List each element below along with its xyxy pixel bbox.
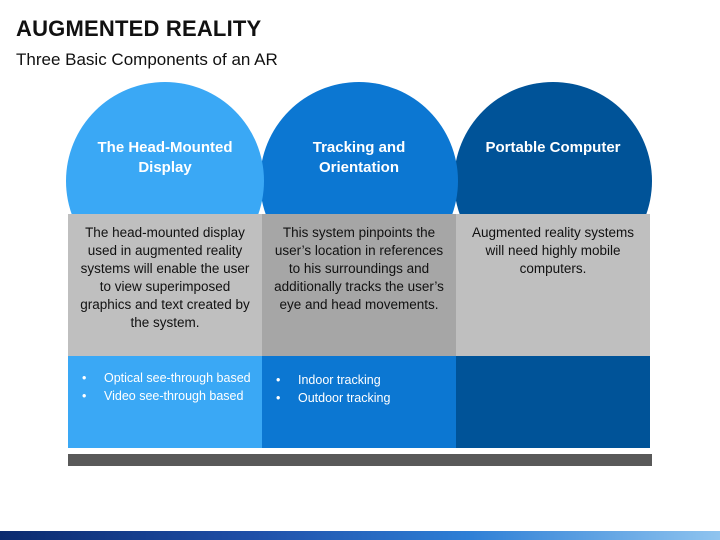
list-item: Outdoor tracking — [276, 390, 446, 407]
component-bullet-box: Optical see-through based Video see-thro… — [68, 356, 262, 448]
list-item: Indoor tracking — [276, 372, 446, 389]
component-description: This system pinpoints the user’s locatio… — [274, 225, 444, 312]
component-column-tracking-orientation: Tracking and Orientation This system pin… — [260, 82, 458, 454]
component-column-portable-computer: Portable Computer Augmented reality syst… — [454, 82, 652, 454]
component-description-box: The head-mounted display used in augment… — [68, 214, 262, 356]
bullet-list: Optical see-through based Video see-thro… — [68, 356, 262, 404]
base-bar — [68, 454, 652, 466]
component-title: Portable Computer — [485, 139, 621, 156]
component-column-head-mounted-display: The Head-Mounted Display The head-mounte… — [66, 82, 264, 454]
list-item: Optical see-through based — [82, 370, 252, 387]
bullet-list: Indoor tracking Outdoor tracking — [262, 356, 456, 406]
component-description: Augmented reality systems will need high… — [471, 225, 635, 276]
component-title: Tracking and Orientation — [312, 139, 406, 176]
bottom-decorative-stripe — [0, 531, 720, 540]
component-bullet-box: Indoor tracking Outdoor tracking — [262, 356, 456, 448]
list-item: Video see-through based — [82, 388, 252, 405]
page-subtitle: Three Basic Components of an AR — [16, 50, 278, 69]
page-title: AUGMENTED REALITY — [16, 16, 262, 41]
component-description: The head-mounted display used in augment… — [80, 225, 250, 330]
component-description-box: Augmented reality systems will need high… — [456, 214, 650, 356]
component-bullet-box — [456, 356, 650, 448]
component-description-box: This system pinpoints the user’s locatio… — [262, 214, 456, 356]
component-title: The Head-Mounted Display — [97, 139, 233, 176]
